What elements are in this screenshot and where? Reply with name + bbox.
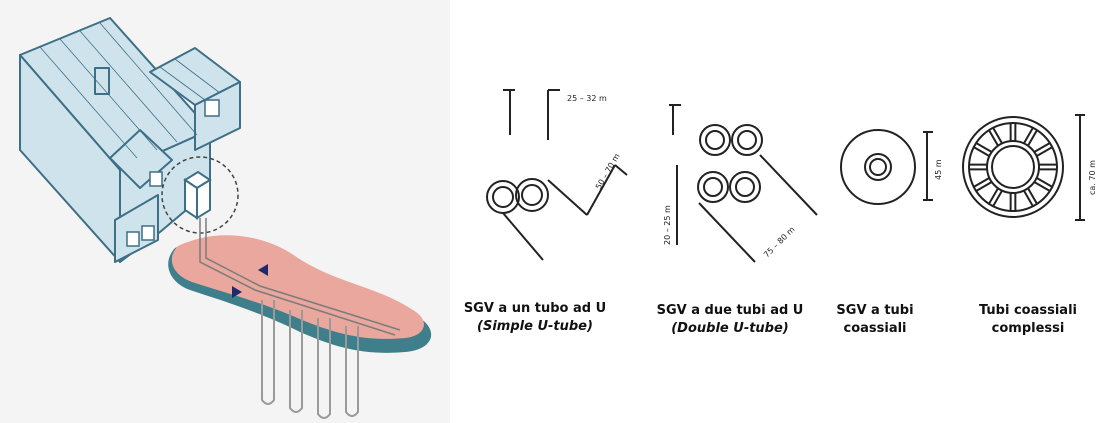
- caption-coaxial-line-2: coassiali: [843, 321, 907, 336]
- house-ground-probe-illustration: [0, 0, 450, 423]
- chamber-divider: [992, 190, 1003, 207]
- supply-pipes: [199, 218, 401, 336]
- arrow-left-icon: [258, 264, 268, 276]
- chamber-divider: [992, 127, 1003, 144]
- dim-complex-coaxial: ca. 70 m: [1088, 160, 1097, 195]
- dim-bracket-complex: [1075, 114, 1085, 221]
- porch-wall: [114, 194, 159, 263]
- dim-double-u-1: 20 – 25 m: [663, 205, 672, 245]
- chamber-divider: [988, 129, 999, 147]
- caption-complex-coaxial-line-2: complessi: [991, 321, 1065, 336]
- flow-arrows: [232, 264, 268, 298]
- chamber-divider: [975, 181, 993, 192]
- chimney: [94, 67, 110, 95]
- chamber-divider: [1023, 190, 1034, 207]
- chamber-divider: [1036, 177, 1053, 188]
- dim-single-u-1: 25 – 32 m: [567, 94, 607, 103]
- caption-double-u-subtitle: (Double U-tube): [671, 321, 789, 336]
- chamber-divider: [1027, 187, 1038, 205]
- ground-top: [171, 235, 424, 339]
- chamber-divider: [988, 187, 999, 205]
- chamber-divider: [1033, 142, 1051, 153]
- caption-single-u: SGV a un tubo ad U (Simple U-tube): [455, 300, 615, 336]
- complex-coaxial-chambers: [969, 123, 1057, 211]
- caption-coaxial-line-1: SGV a tubi: [836, 303, 914, 318]
- caption-coaxial: SGV a tubi coassiali: [825, 302, 925, 338]
- dim-double-u-2: 75 – 80 m: [762, 225, 797, 260]
- caption-single-u-title: SGV a un tubo ad U: [463, 301, 607, 316]
- caption-single-u-subtitle: (Simple U-tube): [477, 319, 593, 334]
- arrow-right-icon: [232, 286, 242, 298]
- chamber-divider: [1033, 181, 1051, 192]
- caption-complex-coaxial-line-1: Tubi coassiali: [978, 303, 1077, 318]
- section-coaxial: [840, 129, 933, 205]
- sections-drawing: 25 – 32 m 50 – 70 m 20 – 25 m 75 – 80 m …: [486, 89, 1097, 263]
- windows: [126, 99, 220, 247]
- chamber-divider: [1023, 127, 1034, 144]
- roof-lines: [39, 22, 221, 159]
- u-tube-probes: [261, 300, 359, 419]
- dim-coaxial: 45 m: [934, 159, 943, 180]
- borehole-sections-panel: 25 – 32 m 50 – 70 m 20 – 25 m 75 – 80 m …: [455, 0, 1098, 423]
- caption-double-u-title: SGV a due tubi ad U: [656, 303, 804, 318]
- section-double-u: [669, 104, 818, 263]
- chamber-divider: [973, 146, 990, 157]
- section-complex-coaxial: [962, 116, 1064, 218]
- caption-complex-coaxial: Tubi coassiali complessi: [963, 302, 1093, 338]
- heat-pump-unit: [183, 170, 212, 220]
- chamber-divider: [1036, 146, 1053, 157]
- chamber-divider: [1027, 129, 1038, 147]
- chamber-divider: [975, 142, 993, 153]
- dim-single-u-2: 50 – 70 m: [594, 152, 622, 191]
- caption-double-u: SGV a due tubi ad U (Double U-tube): [645, 302, 815, 338]
- chamber-divider: [973, 177, 990, 188]
- section-single-u: [486, 89, 628, 261]
